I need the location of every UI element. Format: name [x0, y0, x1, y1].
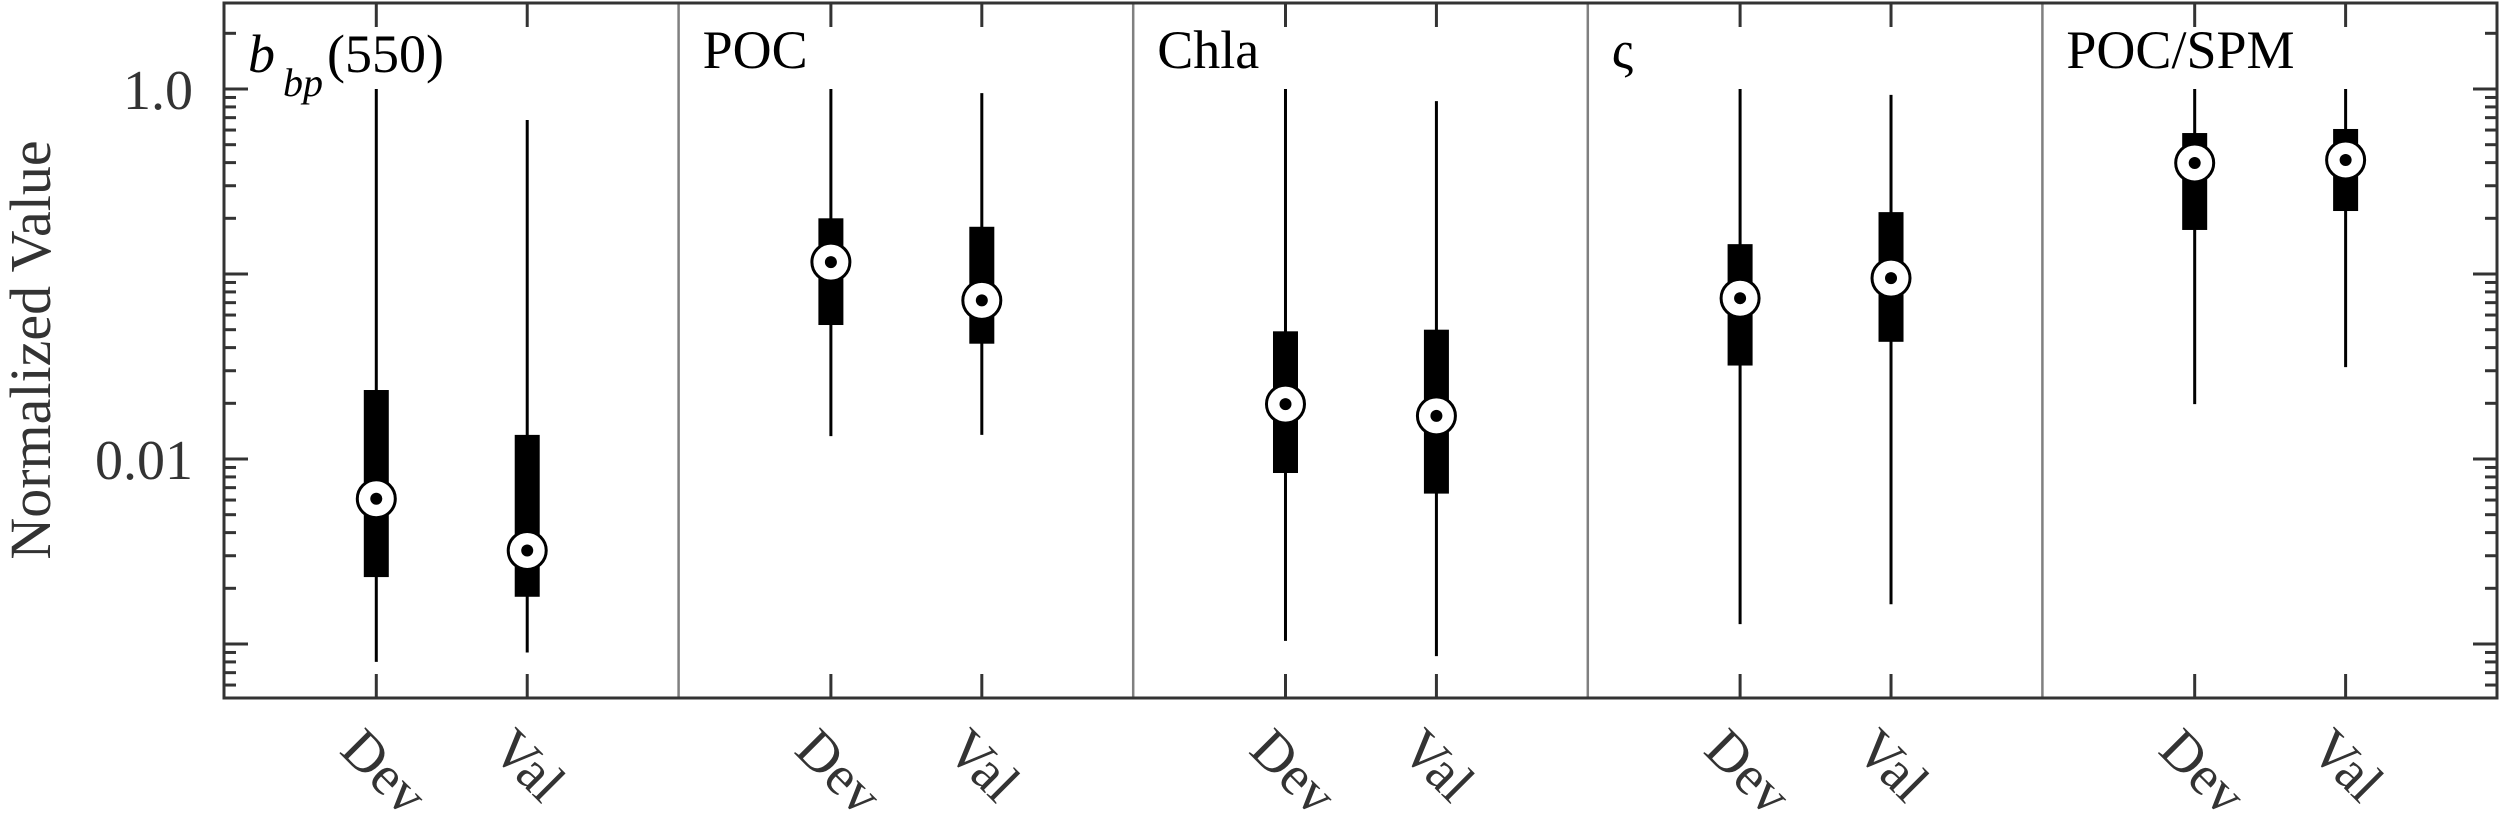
median-marker-dot [975, 294, 988, 307]
y-tick-labels: 1.0 0.01 [95, 60, 193, 492]
x-tick-label: Val [1389, 717, 1486, 814]
x-tick-labels: Dev Val Dev Val Dev Val Dev Val Dev Val [329, 717, 2395, 827]
box-dev [355, 89, 397, 662]
x-tick-label: Dev [329, 717, 439, 827]
panel-label: Chla [1157, 20, 1259, 80]
panel-label-main: b [248, 24, 275, 84]
iqr-box [514, 434, 540, 597]
box-val [1870, 94, 1912, 605]
plot-frame [222, 1, 2499, 700]
median-marker-dot [1279, 398, 1292, 411]
median-marker-dot [2188, 157, 2201, 170]
box-val [2325, 89, 2367, 368]
y-axis-label: Normalized Value [0, 140, 63, 559]
median-marker-dot [521, 544, 534, 557]
x-tick-label: Dev [1693, 717, 1803, 827]
panel-label: POC/SPM [2066, 20, 2294, 80]
panel-4: POC/SPM [2066, 20, 2367, 405]
box-dev [2174, 89, 2216, 405]
x-tick-label: Val [480, 717, 577, 814]
panel-1: POC [703, 20, 1003, 437]
x-tick-label: Val [1844, 717, 1941, 814]
median-marker-dot [1885, 272, 1898, 285]
panel-2: Chla [1157, 20, 1457, 657]
x-tick-label: Dev [1238, 717, 1348, 827]
median-marker-dot [1430, 409, 1443, 422]
panel-label: POC [703, 20, 808, 80]
panel-label: ς [1612, 20, 1633, 80]
panel-label-tail: (550) [327, 24, 444, 84]
box-dev [1719, 89, 1761, 625]
median-marker-dot [370, 492, 383, 505]
median-marker-dot [1734, 292, 1747, 305]
y-tick-label: 0.01 [95, 430, 193, 492]
median-marker-dot [824, 256, 837, 269]
x-tick-label: Val [2298, 717, 2395, 814]
x-tick-label: Val [935, 717, 1032, 814]
y-axis-title: Normalized Value [0, 140, 63, 559]
panel-3: ς [1612, 20, 1912, 625]
box-val [506, 119, 548, 653]
box-dev [1264, 89, 1306, 641]
axes-frame [222, 1, 2499, 700]
x-tick-label: Dev [2147, 717, 2257, 827]
y-tick-label: 1.0 [123, 60, 193, 122]
panel-label-sub: bp [283, 60, 323, 105]
box-val [961, 93, 1003, 435]
median-marker-dot [2339, 154, 2352, 167]
x-tick-label: Dev [784, 717, 894, 827]
box-val [1415, 101, 1457, 657]
box-dev [810, 89, 852, 437]
